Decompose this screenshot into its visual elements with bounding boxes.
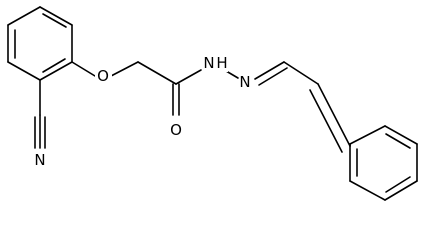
bond-alkene-double-1 — [317, 83, 351, 147]
bond-carbonyl-c-to-nh — [175, 69, 202, 85]
bond-ch-to-ch — [283, 61, 319, 85]
atom-nitrogen-imine: N — [239, 73, 250, 91]
bond-imine-double-1 — [254, 61, 285, 80]
chemical-structure-diagram: O O N H N N — [7, 6, 418, 201]
atom-oxygen-carbonyl: O — [170, 121, 182, 139]
bond-ch2-to-carbonyl-c — [137, 61, 177, 85]
bond-ring-b-inner-1 — [385, 133, 411, 149]
atom-labels: O O N H N N — [33, 54, 252, 169]
bonds — [7, 6, 418, 201]
atom-oxygen-ether: O — [97, 67, 109, 85]
bond-ring-to-ether-o — [71, 61, 96, 77]
bond-ring-b-2 — [384, 125, 418, 145]
bond-ring-b-4 — [384, 180, 418, 201]
atom-nitrogen-amide: N — [203, 54, 214, 72]
bond-ring-b-1 — [349, 125, 386, 145]
bond-ring-a-1 — [39, 6, 73, 26]
bond-alkene-double-2 — [309, 89, 343, 153]
bond-imine-double-2 — [258, 67, 288, 86]
bond-ether-o-to-ch2 — [110, 61, 139, 77]
bond-ring-a-inner-1 — [42, 13, 67, 28]
bond-ring-a-4 — [7, 61, 41, 81]
atom-nitrogen-nitrile: N — [34, 151, 45, 169]
bond-ring-a-6 — [7, 6, 41, 26]
atom-hydrogen-amide: H — [216, 54, 227, 72]
bond-ring-a-3 — [39, 61, 73, 81]
bond-ring-b-5 — [349, 180, 386, 201]
bond-ring-b-inner-2 — [385, 176, 411, 193]
bond-ring-a-inner-2 — [42, 58, 66, 73]
